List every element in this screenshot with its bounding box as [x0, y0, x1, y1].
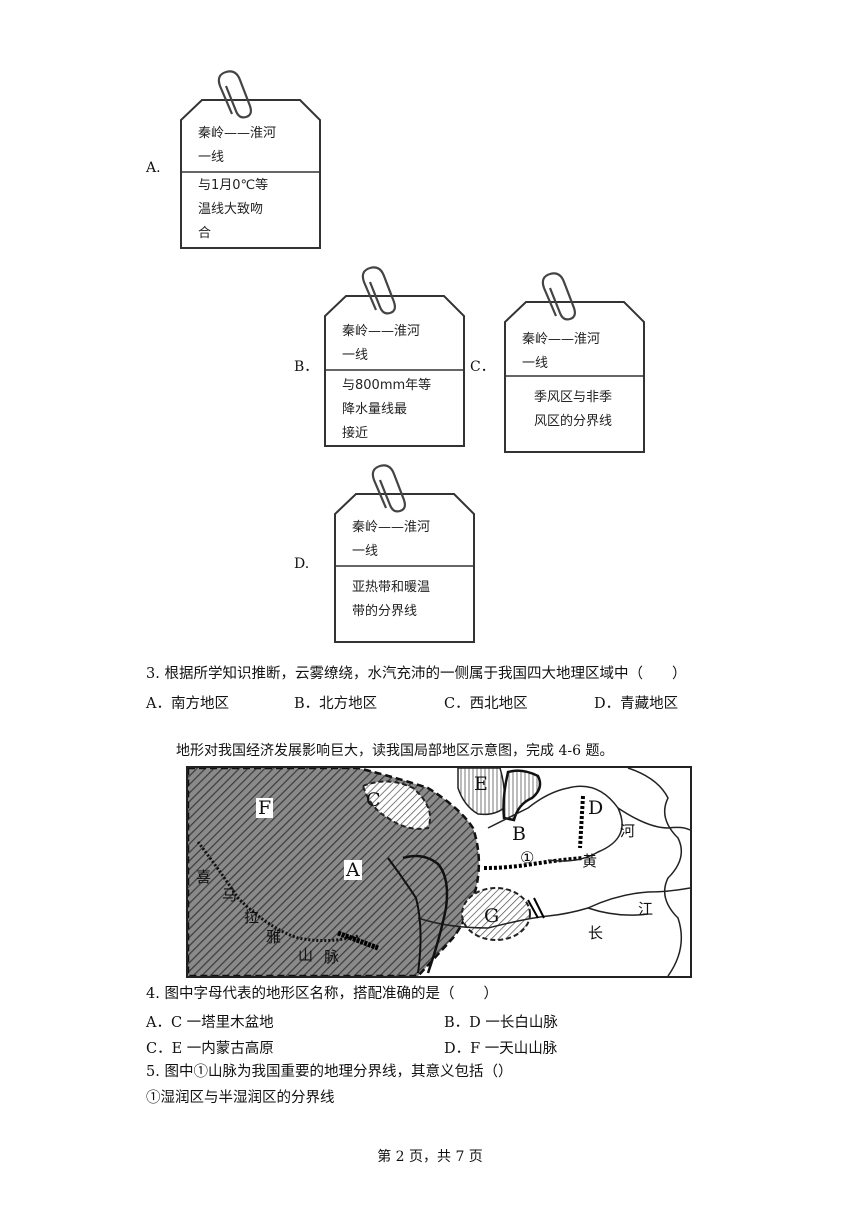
- map-label-b: B: [512, 823, 526, 845]
- terrain-map: F C E D B A G ① 喜 马 拉 雅 山 脉 河 黄 江 长: [186, 766, 692, 978]
- tag-body-line2: 温线大致吻: [198, 202, 264, 217]
- option-b-letter: B．: [294, 359, 319, 375]
- tag-title-line2: 一线: [342, 348, 369, 363]
- map-label-g: G: [484, 905, 500, 927]
- map-himalaya-char-4: 雅: [266, 928, 282, 946]
- option-a-letter: A.: [146, 160, 161, 176]
- tag-card-b: 秦岭——淮河 一线 与800mm年等 降水量线最 接近: [324, 266, 466, 448]
- q3-option-c: C．西北地区: [444, 696, 528, 712]
- q3-option-b: B．北方地区: [294, 696, 378, 712]
- q4-option-c: C．E 一内蒙古高原: [146, 1041, 274, 1057]
- tag-outline: [180, 70, 321, 249]
- tag-body-line2: 风区的分界线: [534, 414, 613, 429]
- paperclip-icon: [541, 272, 576, 321]
- tag-title-line1: 秦岭——淮河: [342, 324, 421, 339]
- tag-outline: [334, 464, 475, 643]
- map-river-he: 河: [620, 822, 636, 840]
- tag-body-line1: 与800mm年等: [342, 378, 432, 393]
- paperclip-icon: [361, 266, 396, 315]
- q4-option-d: D．F 一天山山脉: [444, 1041, 558, 1057]
- map-himalaya-char-6: 脉: [324, 948, 340, 966]
- page-footer: 第 2 页，共 7 页: [377, 1149, 483, 1165]
- q3-option-d: D．青藏地区: [594, 696, 679, 712]
- map-label-circled-1: ①: [520, 848, 535, 867]
- tag-card-a: 秦岭——淮河 一线 与1月0℃等 温线大致吻 合: [180, 70, 322, 250]
- option-c-letter: C．: [470, 359, 495, 375]
- map-label-d: D: [588, 797, 604, 819]
- question-4-stem: 4. 图中字母代表的地形区名称，搭配准确的是（ ）: [146, 986, 498, 1002]
- tag-card-d: 秦岭——淮河 一线 亚热带和暖温 带的分界线: [334, 464, 476, 644]
- tag-body-line2: 降水量线最: [342, 402, 408, 417]
- option-d-letter: D.: [294, 556, 310, 572]
- tag-body-line2: 带的分界线: [352, 604, 418, 619]
- map-himalaya-char-5: 山: [298, 946, 314, 964]
- map-himalaya-char-3: 拉: [244, 908, 260, 926]
- tag-card-c: 秦岭——淮河 一线 季风区与非季 风区的分界线: [504, 272, 646, 454]
- tag-outline: [324, 266, 465, 447]
- q3-option-a: A．南方地区: [146, 696, 229, 712]
- question-3-stem: 3. 根据所学知识推断，云雾缭绕，水汽充沛的一侧属于我国四大地理区域中（ ）: [146, 666, 687, 682]
- tag-outline: [504, 272, 645, 453]
- tag-title-line2: 一线: [198, 150, 225, 165]
- map-label-c: C: [366, 789, 381, 811]
- map-river-chang: 长: [588, 924, 604, 942]
- tag-title-line2: 一线: [522, 356, 549, 371]
- tag-body-line1: 与1月0℃等: [198, 178, 269, 193]
- tag-title-line2: 一线: [352, 544, 379, 559]
- map-label-a: A: [344, 859, 362, 881]
- q4-option-b: B．D 一长白山脉: [444, 1015, 558, 1031]
- map-river-huang: 黄: [582, 852, 598, 870]
- q5-statement-1: ①湿润区与半湿润区的分界线: [146, 1090, 335, 1106]
- tag-title-line1: 秦岭——淮河: [352, 520, 431, 535]
- tag-body-line3: 接近: [342, 426, 369, 441]
- map-river-jiang: 江: [638, 900, 654, 918]
- tag-title-line1: 秦岭——淮河: [522, 332, 601, 347]
- map-himalaya-char-2: 马: [222, 886, 238, 904]
- tag-title-line1: 秦岭——淮河: [198, 126, 277, 141]
- map-label-f: F: [256, 797, 274, 819]
- question-5-stem: 5. 图中①山脉为我国重要的地理分界线，其意义包括（）: [146, 1064, 513, 1080]
- section-intro: 地形对我国经济发展影响巨大，读我国局部地区示意图，完成 4-6 题。: [176, 743, 614, 759]
- map-himalaya-char-1: 喜: [196, 868, 212, 886]
- paperclip-icon: [371, 464, 406, 513]
- tag-body-line1: 季风区与非季: [534, 390, 613, 405]
- q4-option-a: A．C 一塔里木盆地: [146, 1015, 274, 1031]
- tag-body-line3: 合: [198, 226, 212, 241]
- map-label-e: E: [474, 773, 488, 795]
- paperclip-icon: [217, 70, 252, 119]
- tag-body-line1: 亚热带和暖温: [352, 580, 431, 595]
- map-drawing: [188, 768, 690, 976]
